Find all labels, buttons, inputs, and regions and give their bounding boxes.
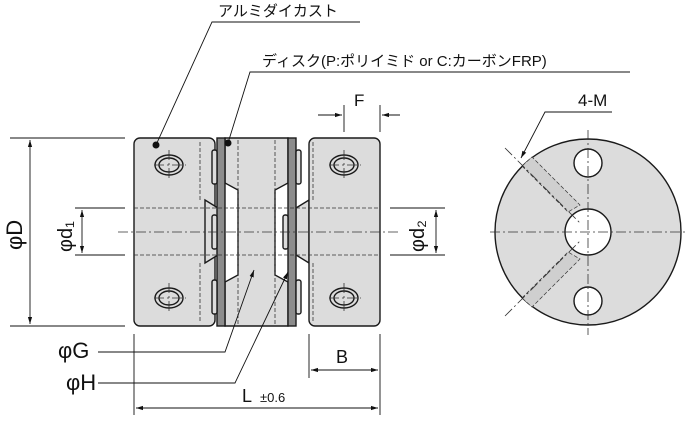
label-material-disc: ディスク(P:ポリイミド or C:カーボンFRP) — [262, 52, 547, 70]
right-hub — [308, 137, 381, 327]
side-view — [490, 130, 687, 335]
label-B: B — [336, 347, 348, 367]
label-D: φD — [2, 220, 27, 250]
label-F: F — [354, 91, 364, 110]
label-L-tolerance: ±0.6 — [260, 390, 285, 405]
label-material-body: アルミダイカスト — [218, 3, 338, 20]
label-H: φH — [66, 370, 96, 395]
right-neck — [295, 198, 310, 265]
label-G: φG — [58, 338, 89, 363]
label-4M: 4-M — [578, 91, 607, 110]
label-L: L — [242, 386, 252, 406]
label-d1: φd₁ — [55, 221, 77, 252]
label-d2: φd₂ — [407, 220, 429, 252]
